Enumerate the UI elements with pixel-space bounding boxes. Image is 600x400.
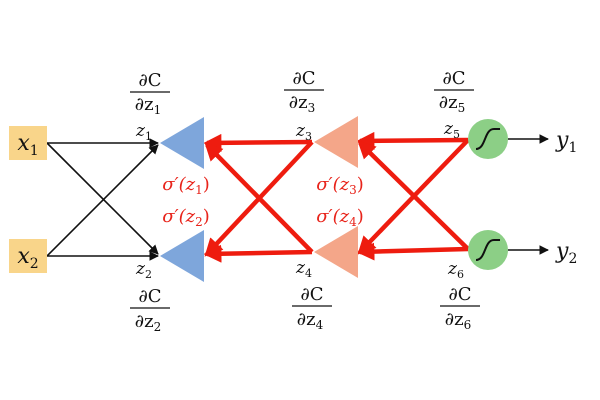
svg-text:∂z1: ∂z1 — [135, 94, 161, 117]
sigma-prime-z2: σ′(z2) — [162, 206, 210, 229]
output-y2-label: y2 — [555, 239, 577, 267]
back-edge-z3-z1 — [203, 133, 313, 152]
input-x2: x2 — [9, 239, 47, 273]
svg-text:∂C: ∂C — [448, 284, 471, 305]
svg-text:∂C: ∂C — [138, 70, 161, 91]
svg-text:∂C: ∂C — [292, 68, 315, 89]
node-label-z5: z5 — [443, 119, 460, 141]
node-label-z6: z6 — [447, 259, 464, 281]
back-edge-z4-z1 — [204, 142, 314, 254]
svg-text:∂z5: ∂z5 — [439, 92, 465, 115]
neuron-z3-triangle — [314, 116, 358, 168]
output-neuron-z5 — [468, 119, 508, 159]
sigmoid-curve-icon — [475, 128, 500, 150]
forward-connections — [46, 134, 549, 261]
gradient-dC-dz1: ∂C ∂z1 — [130, 70, 170, 117]
back-edge-z6-z4 — [356, 242, 469, 261]
output-neuron-z6 — [468, 230, 508, 270]
sigma-prime-z4: σ′(z4) — [316, 206, 364, 229]
node-label-z4: z4 — [295, 258, 312, 280]
node-label-z2: z2 — [135, 259, 152, 281]
node-label-z1: z1 — [135, 121, 152, 143]
gradient-dC-dz5: ∂C ∂z5 — [434, 68, 474, 115]
backprop-connections — [203, 131, 470, 263]
back-edge-z4-z2 — [203, 244, 313, 263]
svg-text:x2: x2 — [17, 244, 38, 272]
svg-text:∂z6: ∂z6 — [445, 309, 471, 332]
back-edge-z6-z3 — [357, 140, 470, 251]
edge-x2-z1 — [46, 144, 159, 257]
gradient-dC-dz2: ∂C ∂z2 — [130, 286, 170, 334]
gradient-dC-dz4: ∂C ∂z4 — [292, 284, 332, 332]
svg-text:∂C: ∂C — [138, 286, 161, 307]
svg-text:∂z3: ∂z3 — [289, 92, 315, 115]
svg-text:∂C: ∂C — [300, 284, 323, 305]
svg-text:∂z4: ∂z4 — [297, 309, 324, 332]
gradient-dC-dz6: ∂C ∂z6 — [440, 284, 480, 332]
sigma-prime-z3: σ′(z3) — [316, 174, 364, 197]
svg-text:∂C: ∂C — [442, 68, 465, 89]
input-x1: x1 — [9, 126, 47, 160]
svg-text:x1: x1 — [17, 131, 38, 159]
svg-text:∂z2: ∂z2 — [135, 311, 161, 334]
input-box — [9, 239, 47, 273]
input-box — [9, 126, 47, 160]
neuron-z2-triangle — [160, 230, 204, 282]
edge-x1-z2 — [46, 142, 159, 255]
node-label-z3: z3 — [295, 121, 312, 143]
output-y1-label: y1 — [555, 128, 577, 156]
sigmoid-curve-icon — [475, 239, 500, 261]
sigma-prime-z1: σ′(z1) — [162, 174, 210, 197]
neuron-z4-triangle — [314, 226, 358, 278]
neuron-z1-triangle — [160, 117, 204, 169]
gradient-dC-dz3: ∂C ∂z3 — [284, 68, 324, 115]
back-edge-z5-z3 — [356, 131, 469, 150]
